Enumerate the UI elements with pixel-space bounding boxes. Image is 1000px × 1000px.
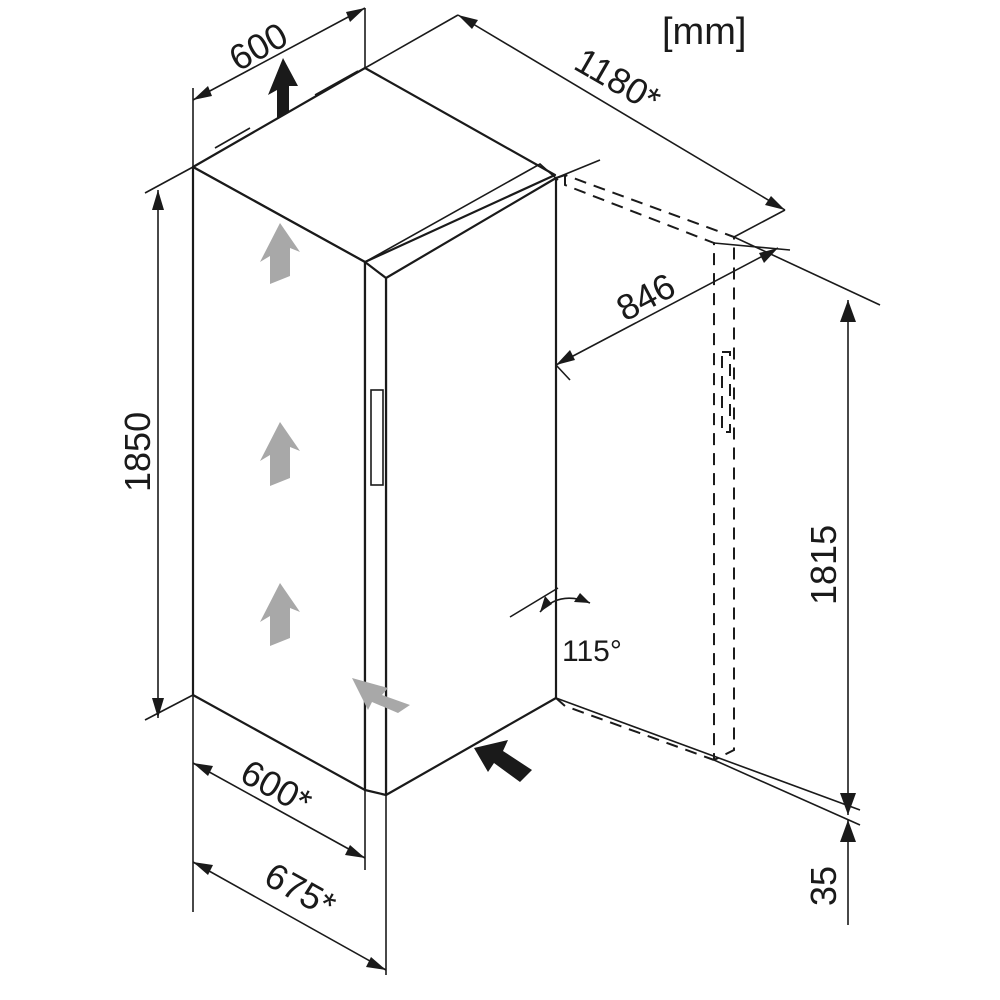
label-depth: 675* — [258, 854, 343, 926]
label-bottom-offset: 35 — [803, 866, 844, 906]
airflow-arrows — [260, 58, 532, 782]
label-door-depth: 846 — [610, 265, 682, 329]
label-door-height: 1815 — [803, 525, 844, 605]
airflow-arrow-icon — [268, 58, 298, 118]
dimension-lines — [152, 7, 856, 971]
top-vent-left — [214, 127, 251, 149]
label-height: 1850 — [117, 412, 158, 492]
ventilation-arrow-icon — [260, 583, 300, 646]
door-angle-label: 115° — [562, 635, 622, 668]
top-vent-right — [314, 70, 359, 96]
airflow-arrow-icon — [474, 740, 532, 782]
ventilation-arrow-icon — [260, 422, 300, 486]
door-top-edge — [364, 163, 559, 263]
dim-line-width — [192, 762, 366, 859]
label-width: 600* — [234, 751, 319, 823]
dim-line-depth — [192, 861, 387, 971]
ventilation-arrow-icon — [352, 678, 410, 713]
ventilation-arrow-icon — [260, 223, 300, 284]
door-front — [384, 176, 558, 797]
open-door-bottom — [555, 697, 715, 761]
open-door-handle — [721, 351, 731, 433]
door-angle-indicator: 115° — [509, 587, 622, 668]
open-door-inner — [564, 175, 715, 760]
door-handle — [370, 389, 384, 486]
dim-line-total-depth — [457, 14, 786, 211]
door-edge — [363, 260, 388, 797]
extension-lines — [144, 8, 881, 975]
dim-line-door-depth — [555, 247, 779, 366]
unit-label: [mm] — [662, 11, 746, 53]
label-total-depth: 1180* — [568, 39, 668, 120]
open-door-top — [555, 173, 735, 761]
open-door-outline — [555, 173, 735, 761]
dim-line-top-width — [192, 7, 366, 101]
